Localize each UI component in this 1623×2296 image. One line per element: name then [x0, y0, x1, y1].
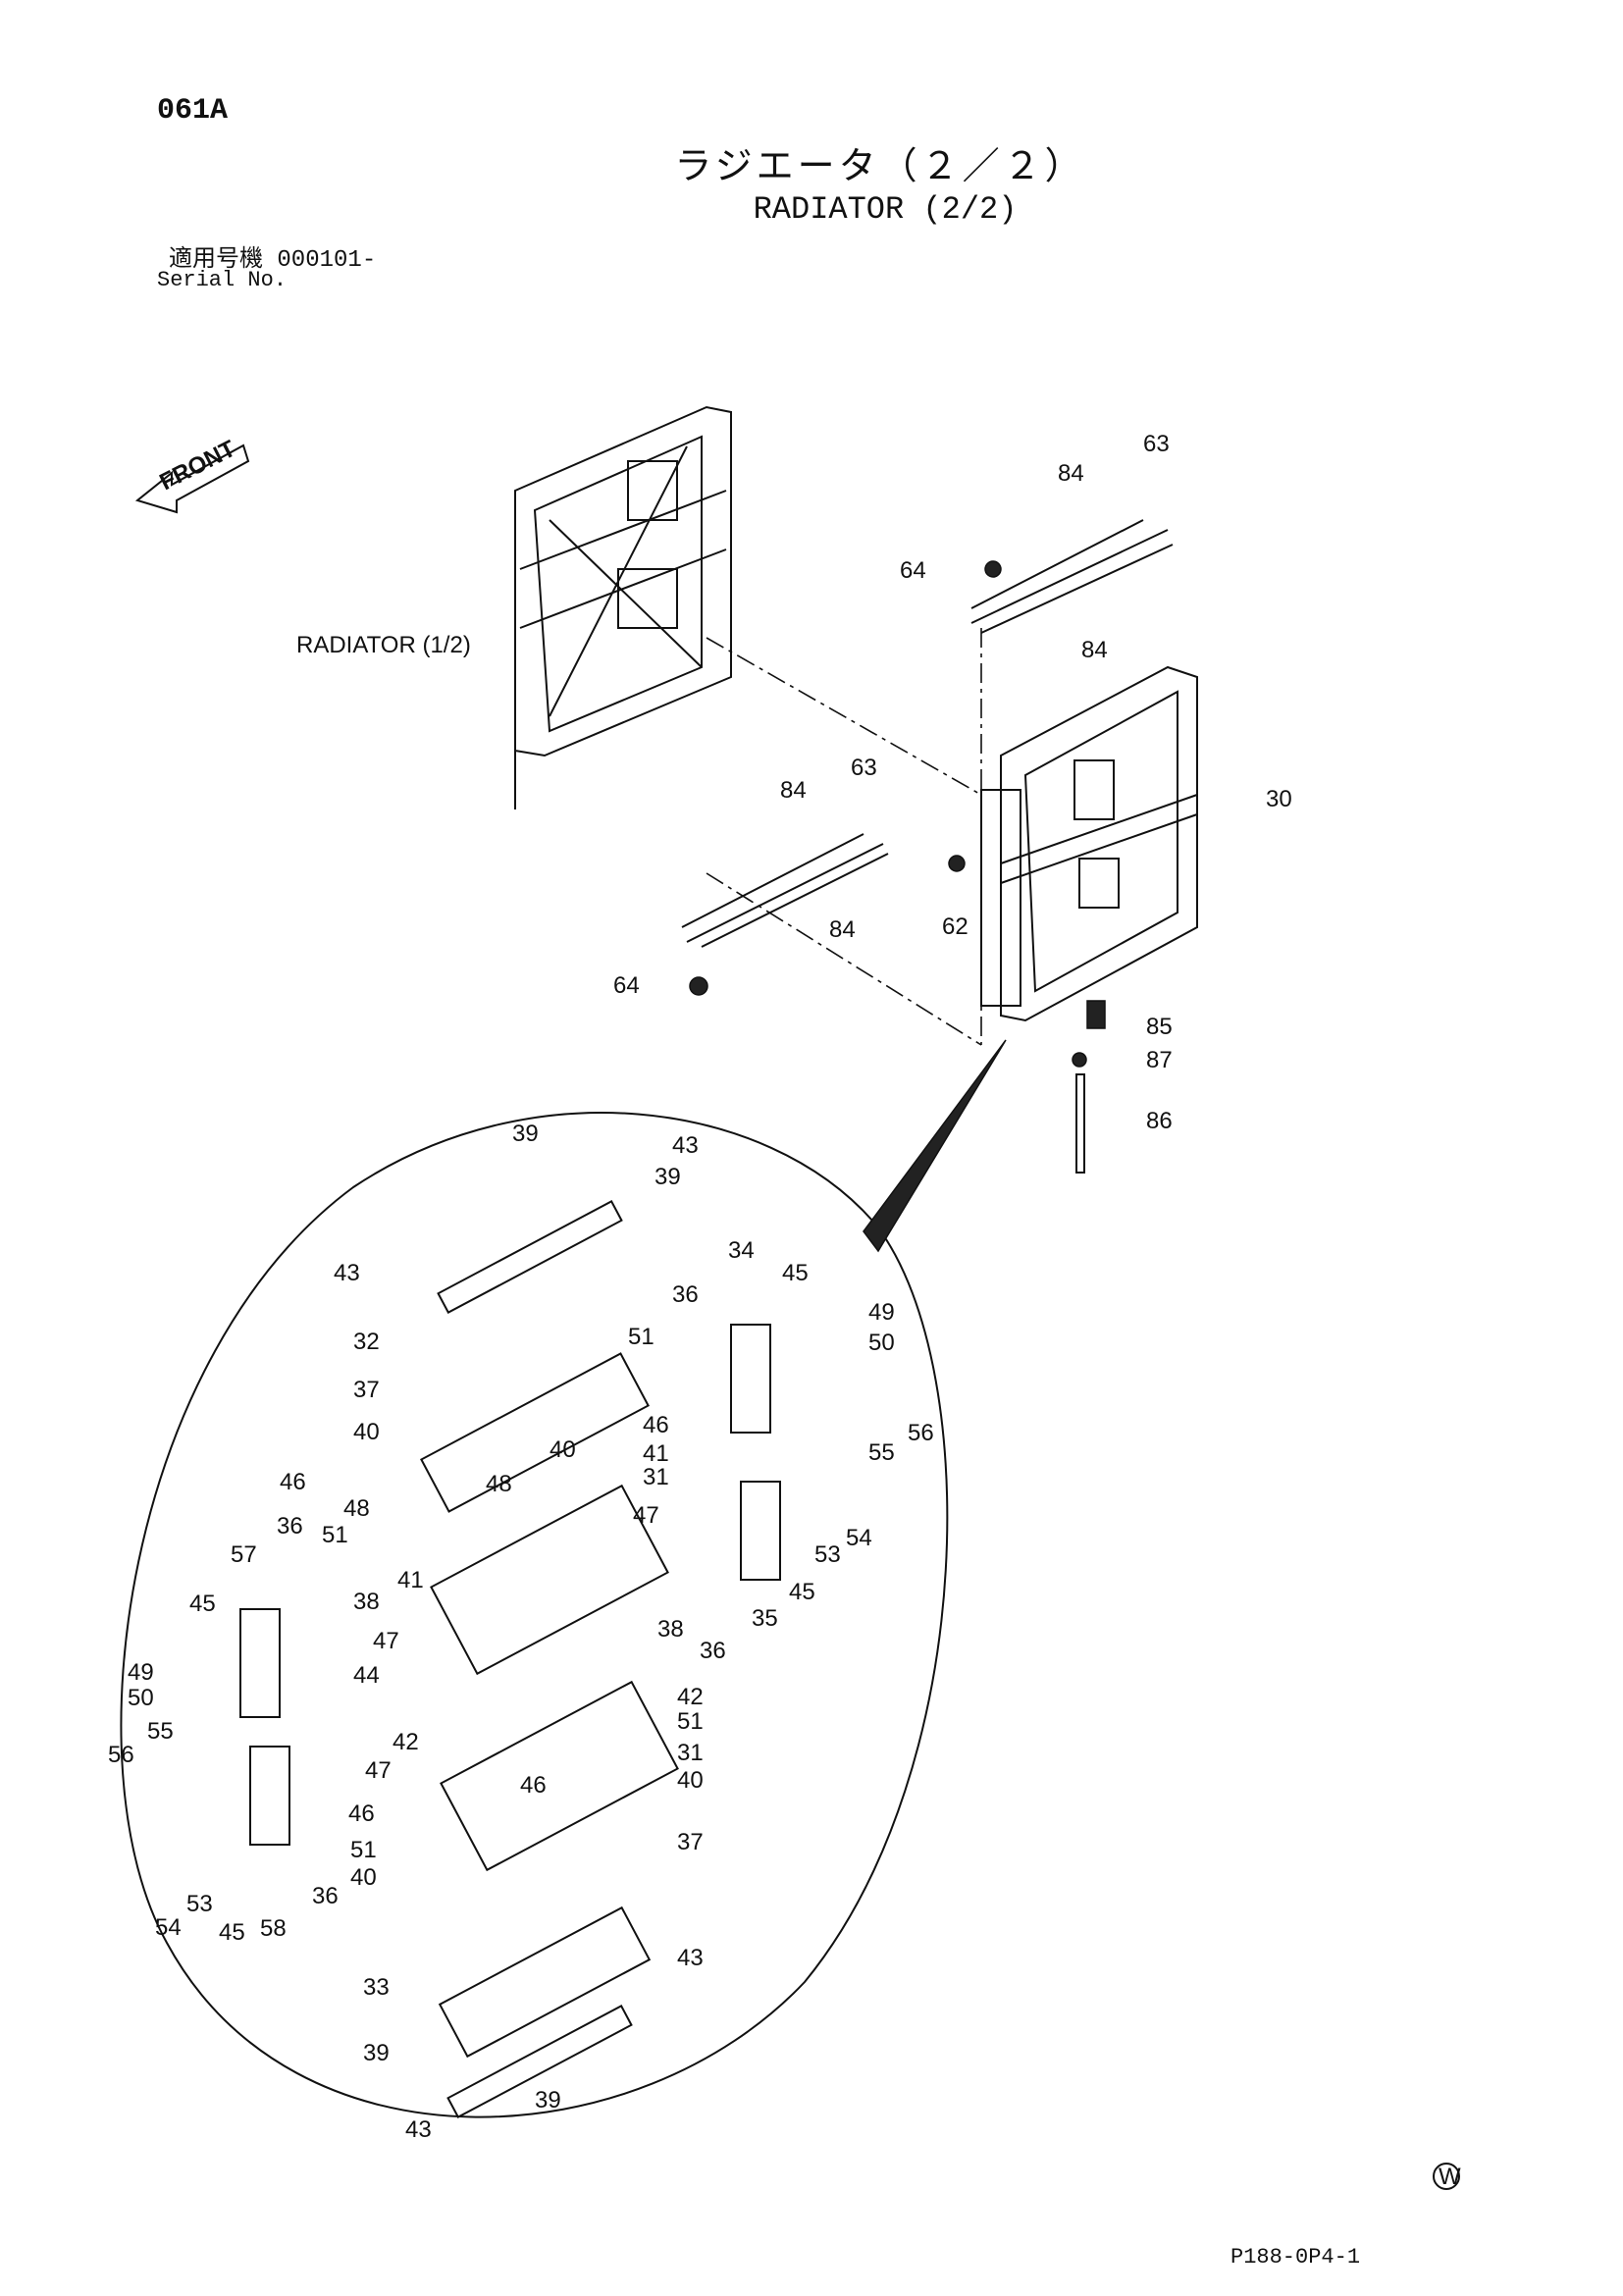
callout-51b: 51 [322, 1522, 348, 1548]
callout-63a: 63 [1143, 431, 1170, 457]
callout-36c: 36 [277, 1513, 303, 1539]
callout-51d: 51 [350, 1837, 377, 1863]
callout-40b: 40 [550, 1436, 576, 1463]
callout-43a: 43 [672, 1132, 699, 1159]
callout-40a: 40 [353, 1419, 380, 1445]
callout-64b: 64 [613, 972, 640, 999]
callout-84a: 84 [1058, 460, 1084, 487]
callout-46c: 46 [520, 1772, 547, 1799]
callout-47b: 47 [373, 1628, 399, 1654]
callout-41a: 41 [643, 1440, 669, 1467]
callout-50a: 50 [868, 1330, 895, 1356]
title-english: RADIATOR (2/2) [753, 191, 1018, 228]
callout-31a: 31 [643, 1464, 669, 1490]
callout-34: 34 [728, 1237, 755, 1264]
callout-84d: 84 [829, 916, 856, 943]
callout-51c: 51 [677, 1708, 704, 1735]
callout-50b: 50 [128, 1685, 154, 1711]
callout-47c: 47 [365, 1757, 392, 1784]
callout-55b: 55 [147, 1718, 174, 1745]
page-code: 061A [157, 94, 229, 128]
callout-45d: 45 [219, 1919, 245, 1946]
callout-48a: 48 [486, 1471, 512, 1497]
callout-48b: 48 [343, 1495, 370, 1522]
callout-51a: 51 [628, 1324, 654, 1350]
callout-42b: 42 [393, 1729, 419, 1755]
callout-42a: 42 [677, 1684, 704, 1710]
callout-56a: 56 [908, 1420, 934, 1446]
callout-36d: 36 [312, 1883, 339, 1909]
detail-view [120, 1039, 1007, 2119]
callout-39b: 39 [654, 1164, 681, 1190]
callout-39c: 39 [363, 2040, 390, 2066]
lower-rails [681, 637, 982, 1046]
callout-43c: 43 [677, 1945, 704, 1971]
callout-45b: 45 [789, 1579, 815, 1605]
callout-38a: 38 [353, 1589, 380, 1615]
callout-40d: 40 [350, 1864, 377, 1891]
callout-31b: 31 [677, 1740, 704, 1766]
callout-36b: 36 [700, 1638, 726, 1664]
callout-53b: 53 [186, 1891, 213, 1917]
title-japanese: ラジエータ（２／２） [674, 144, 1086, 187]
callout-64a: 64 [900, 557, 926, 584]
callout-40c: 40 [677, 1767, 704, 1794]
document-code: P188-0P4-1 [1230, 2245, 1361, 2270]
callout-41b: 41 [397, 1567, 424, 1593]
callout-63b: 63 [851, 755, 877, 781]
callout-56b: 56 [108, 1742, 134, 1768]
callout-46b: 46 [280, 1469, 306, 1495]
callout-39a: 39 [512, 1121, 539, 1147]
front-label: FRONT [155, 436, 239, 496]
callout-36a: 36 [672, 1281, 699, 1308]
radiator-1-frame [514, 405, 732, 809]
callout-55a: 55 [868, 1439, 895, 1466]
serial-label-japanese: 適用号機 000101- [169, 247, 377, 274]
callout-37a: 37 [353, 1377, 380, 1403]
callout-54a: 54 [846, 1525, 872, 1551]
radiator-2-frame [980, 665, 1198, 1022]
drain-parts [1072, 1000, 1106, 1174]
callout-35: 35 [752, 1605, 778, 1632]
callout-46a: 46 [643, 1412, 669, 1438]
callout-43b: 43 [334, 1260, 360, 1286]
callout-38b: 38 [657, 1616, 684, 1643]
callout-45a: 45 [782, 1260, 809, 1286]
callout-49b: 49 [128, 1659, 154, 1686]
callout-62: 62 [942, 913, 969, 940]
callout-labels: 63 84 64 84 30 84 63 84 62 64 85 87 86 3… [108, 431, 1292, 2143]
callout-54b: 54 [155, 1914, 182, 1941]
callout-30: 30 [1266, 786, 1292, 812]
serial-label-english: Serial No. [157, 268, 288, 292]
callout-39d: 39 [535, 2087, 561, 2113]
footer-mark: W [1433, 2163, 1461, 2190]
callout-37b: 37 [677, 1829, 704, 1855]
callout-33: 33 [363, 1974, 390, 2001]
callout-53a: 53 [814, 1541, 841, 1568]
upper-rails [970, 519, 1174, 1045]
callout-43d: 43 [405, 2116, 432, 2143]
callout-46d: 46 [348, 1800, 375, 1827]
callout-57: 57 [231, 1541, 257, 1568]
callout-84c: 84 [780, 777, 807, 804]
radiator-1-reference: RADIATOR (1/2) [296, 632, 471, 658]
callout-87: 87 [1146, 1047, 1173, 1073]
callout-45c: 45 [189, 1591, 216, 1617]
footer-mark-text: W [1439, 2164, 1461, 2190]
callout-85: 85 [1146, 1014, 1173, 1040]
callout-32: 32 [353, 1329, 380, 1355]
callout-86: 86 [1146, 1108, 1173, 1134]
callout-58: 58 [260, 1915, 287, 1942]
callout-49a: 49 [868, 1299, 895, 1326]
front-arrow-icon: FRONT [134, 436, 250, 514]
callout-84b: 84 [1081, 637, 1108, 663]
callout-44: 44 [353, 1662, 380, 1689]
callout-47a: 47 [633, 1502, 659, 1529]
